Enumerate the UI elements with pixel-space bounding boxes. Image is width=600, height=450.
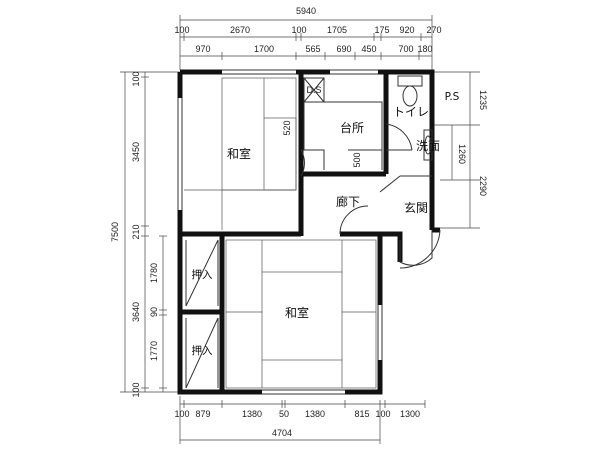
dim-left2-3: 1770 [149,341,159,361]
label-ds: D.S [306,85,321,95]
room-labels: 和室 和室 台所 トイレ 洗面 廊下 玄関 押入 押入 D.S P.S 520 … [192,85,460,357]
dim-right-2: 1260 [457,144,467,164]
label-washitsu-upper: 和室 [227,146,251,161]
dim-left-1: 100 [131,71,141,86]
label-hallway: 廊下 [336,194,360,209]
dim-bottom-total: 4704 [272,428,292,438]
tatami-upper [184,77,297,230]
dim-inner-520: 520 [282,120,292,135]
doors [300,149,441,269]
dim-top-7: 270 [426,25,441,35]
dim-top-2: 2670 [230,25,250,35]
toilet-fixture [385,75,423,151]
dim-top2-7: 180 [417,44,432,54]
dim-top-1: 100 [174,25,189,35]
dim-left-total: 7500 [110,222,120,242]
dim-top2-1: 970 [195,44,210,54]
dim-bottom-2: 879 [195,409,210,419]
dim-left2-1: 1780 [149,263,159,283]
dim-left-4: 3640 [131,302,141,322]
dim-top2-3: 565 [305,44,320,54]
kitchen-counter [301,101,383,170]
dim-bottom-8: 1300 [400,409,420,419]
top-dimensions: 5940 100 2670 100 1705 175 920 270 970 1… [174,6,442,70]
dim-top-6: 920 [399,25,414,35]
dim-right-1: 1235 [478,90,488,110]
closets [185,239,219,389]
dim-top2-2: 1700 [254,44,274,54]
label-kitchen: 台所 [340,120,364,135]
dim-inner-500: 500 [352,152,362,167]
dim-bottom-5: 1380 [305,409,325,419]
windows [177,69,383,395]
wash-basin [423,129,433,161]
label-closet-lower: 押入 [192,344,213,357]
dim-left-5: 100 [131,382,141,397]
dim-bottom-4: 50 [279,409,289,419]
dim-top-5: 175 [374,25,389,35]
label-wash: 洗面 [416,139,440,153]
dim-left-2: 3450 [131,142,141,162]
dim-bottom-6: 815 [354,409,369,419]
dim-top2-6: 700 [398,44,413,54]
dim-top-4: 1705 [327,25,347,35]
walls [177,69,440,395]
dim-top2-4: 690 [336,44,351,54]
bottom-dimensions: 100 879 1380 50 1380 815 100 1300 4704 [174,396,426,444]
dim-top2-5: 450 [361,44,376,54]
tatami-lower [225,239,377,389]
label-toilet: トイレ [393,105,429,119]
dim-bottom-1: 100 [174,409,189,419]
right-dimensions: 1235 1260 2290 [432,71,488,229]
ds-shaft [303,77,325,103]
label-washitsu-lower: 和室 [285,305,309,320]
left-dimensions: 7500 100 3450 210 3640 100 1780 90 1770 [110,71,180,398]
label-entrance: 玄関 [404,200,428,215]
dim-top-total: 5940 [296,6,316,16]
dim-bottom-3: 1380 [242,409,262,419]
dim-left-3: 210 [131,224,141,239]
dim-bottom-7: 100 [375,409,390,419]
label-closet-upper: 押入 [192,268,213,281]
dim-top-3: 100 [291,25,306,35]
label-ps: P.S [445,91,460,103]
dim-right-3: 2290 [478,176,488,196]
dim-left2-2: 90 [149,307,159,317]
